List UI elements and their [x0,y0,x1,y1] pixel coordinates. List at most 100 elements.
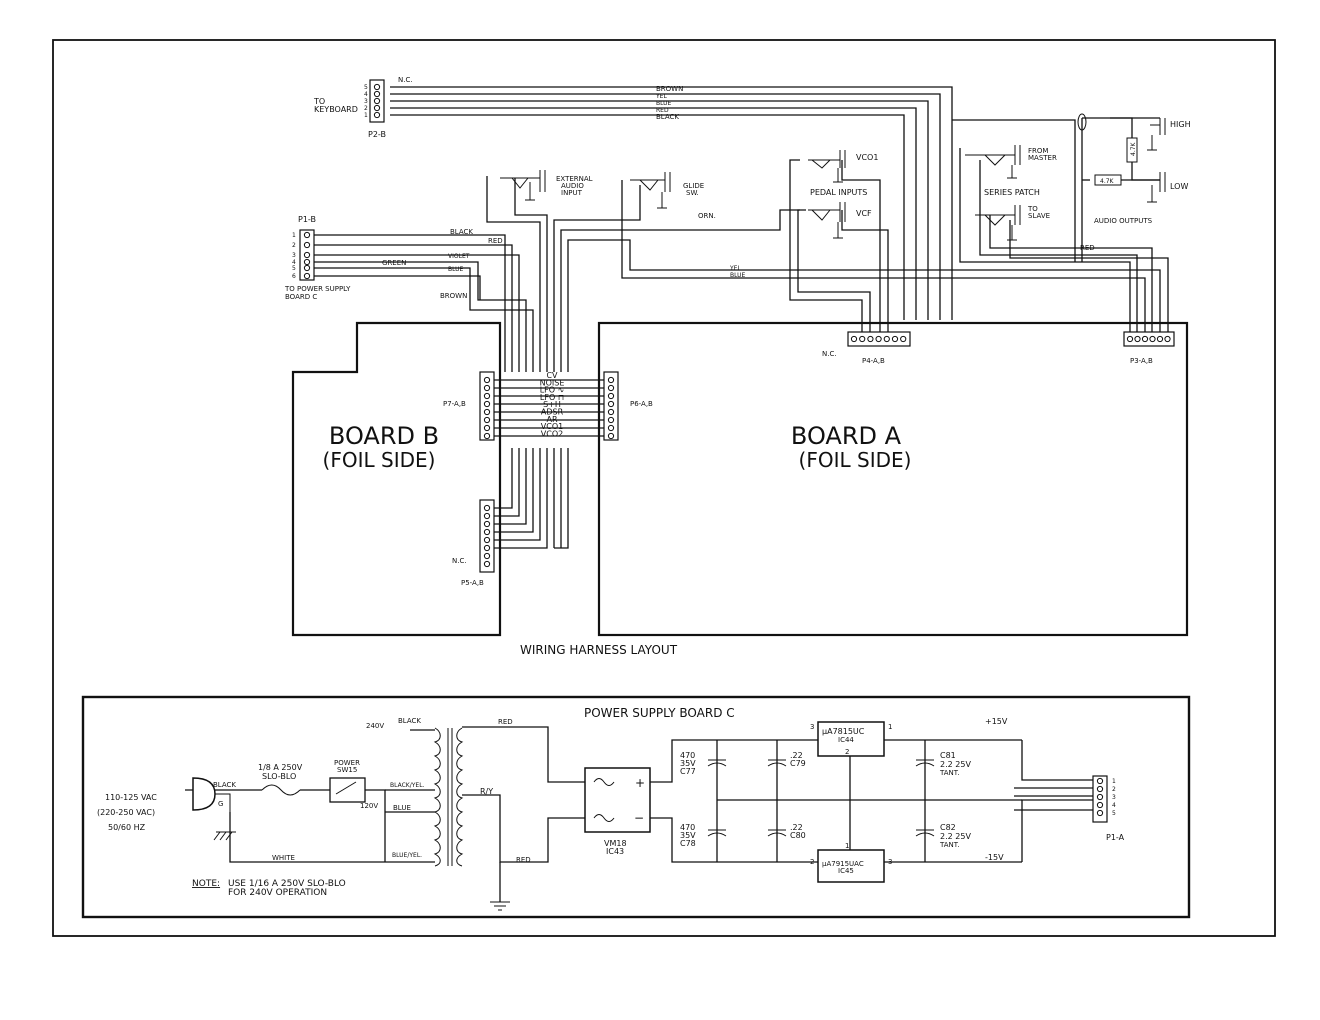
to-power-label-1: TO POWER SUPPLY [284,285,351,293]
wire-violet: VIOLET [448,253,470,260]
wire-yel: YEL [655,93,667,100]
p3-label: P3-A,B [1130,357,1153,365]
board-b-name: BOARD B [329,422,439,450]
high-jack [1147,118,1166,151]
connector-pin [483,552,491,560]
connector-p6 [603,371,619,441]
c82-1: C82 [940,823,956,832]
connector-p5 [479,499,495,573]
power-supply-labels: 110-125 VAC (220-250 VAC) 50/60 HZ G BLA… [97,717,1125,898]
red-bottom-label: RED [516,856,531,864]
ac-plug [192,777,236,841]
shield-symbol [1077,113,1087,131]
p2b-pin-number: 5 [364,84,368,91]
p1b-pin-number: 5 [292,265,296,272]
reg-neg-pin-2: 2 [810,858,814,866]
wire-black-p1: BLACK [450,228,473,236]
wire-brown: BROWN [656,85,683,93]
c78-1: 470 [680,823,695,832]
jacks [500,113,1166,241]
ac-input-2: (220-250 VAC) [97,808,155,817]
connector-pin [483,432,491,440]
transformer [433,727,464,867]
bridge-label-1: VM18 [604,839,627,848]
connector-pin [875,335,882,343]
reg-pos-2: IC44 [838,736,854,744]
audio-outputs-label: AUDIO OUTPUTS [1094,217,1153,225]
external-audio-jack [500,170,546,201]
connector-pin [1156,335,1164,343]
connector-pin [483,544,491,552]
wire-blue: BLUE [656,100,672,107]
connector-pin [1164,335,1171,343]
bridge-label-2: IC43 [606,847,624,856]
c81-3: TANT. [939,769,959,777]
v120-label: 120V [360,802,378,810]
resistor-1-label: 4.7K [1130,141,1137,156]
p1b-pin-number: 3 [292,252,296,259]
glide-jack [630,172,671,209]
connector-pin [607,400,615,408]
from-master-label-2: MASTER [1028,154,1057,162]
connector-pin [607,408,615,416]
ground-symbol [490,901,510,911]
connector-pin [483,520,491,528]
harness-title: WIRING HARNESS LAYOUT [520,643,678,657]
to-slave-label-2: SLAVE [1028,212,1050,220]
ry-label: R/Y [480,787,493,796]
resistor-bottom [1094,174,1122,186]
black-yel-label: BLACK/YEL. [390,782,425,789]
g-label: G [218,800,223,808]
p1b-pin-number: 2 [292,242,296,249]
c81-2: 2.2 25V [940,760,971,769]
wiring-harness [312,86,1169,549]
c77-3: C77 [680,767,696,776]
wire-black: BLACK [656,113,679,121]
connector-pin [1134,335,1141,343]
blue-label: BLUE [393,804,411,812]
red-top-label: RED [498,718,513,726]
to-slave-label-1: TO [1027,205,1038,213]
bus-label: ADSR [541,408,564,417]
power-supply-title: POWER SUPPLY BOARD C [584,706,735,720]
pedal-inputs-label: PEDAL INPUTS [810,188,867,197]
c79-2: C79 [790,759,806,768]
p1a-pin-number: 2 [1112,786,1116,793]
nc-label-p5: N.C. [452,557,467,565]
connector-pin [483,424,491,432]
low-jack [1147,172,1166,203]
connector-pin [483,560,491,568]
black-top-label: BLACK [398,717,421,725]
connector-p1a [1092,775,1108,823]
external-audio-label-3: INPUT [561,189,583,197]
p6-label: P6-A,B [630,400,653,408]
wire-orn: ORN. [698,212,716,220]
nc-label-p2: N.C. [398,76,413,84]
p4-label: P4-A,B [862,357,885,365]
wire-red-p3: RED [1080,244,1095,252]
c78-3: C78 [680,839,696,848]
connector-pin [483,504,491,512]
connector-p4 [847,331,911,347]
wire-blue-p1: BLUE [448,266,464,273]
bus-label: LFO ⊓ [540,393,564,402]
to-keyboard-label-1: TO [313,97,325,106]
black-plug-label: BLACK [213,781,236,789]
c82-3: TANT. [939,841,959,849]
connector-pin [607,392,615,400]
plus15-label: +15V [985,717,1008,726]
connector-pin [483,416,491,424]
connector-p1b [299,229,315,281]
connector-pin [607,416,615,424]
p2b-pin-number: 1 [364,112,368,119]
note-label: NOTE: [192,879,220,889]
c78-2: 35V [680,831,696,840]
p2b-pin-number: 4 [364,91,368,98]
note-text-2: FOR 240V OPERATION [228,888,327,898]
external-audio-label-2: AUDIO [561,182,584,190]
p1b-label: P1-B [298,215,316,224]
wire-green: GREEN [382,259,406,267]
